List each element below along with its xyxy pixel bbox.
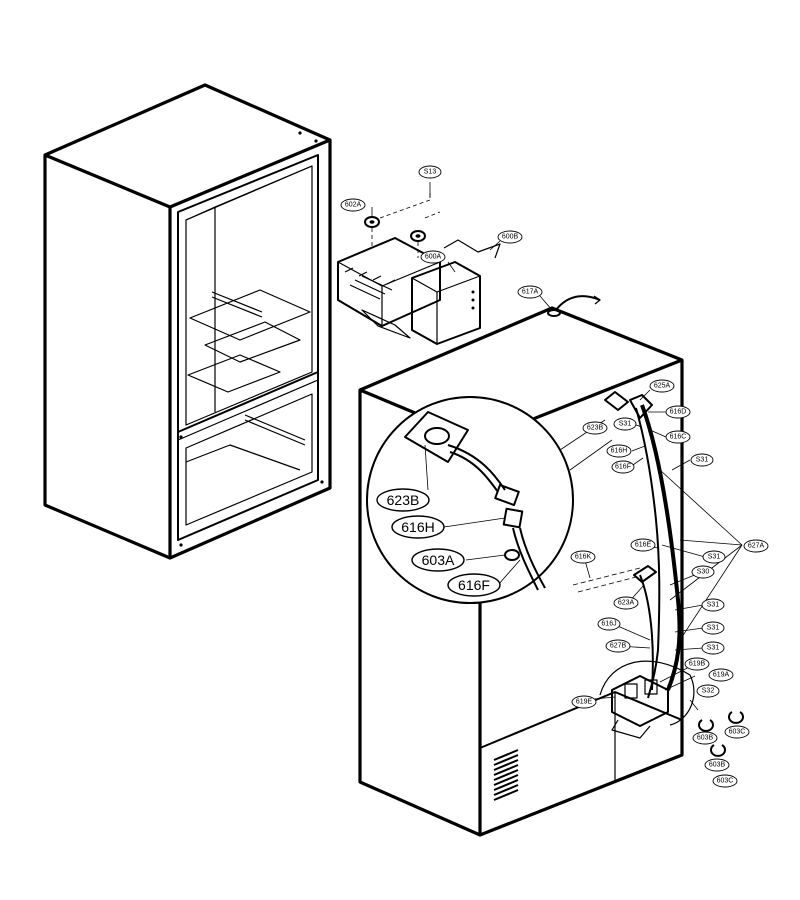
label-627b: 627B — [605, 639, 631, 653]
svg-text:616E: 616E — [635, 542, 652, 549]
svg-text:616C: 616C — [670, 434, 687, 441]
label-616h-small: 616H — [606, 444, 632, 458]
svg-text:619B: 619B — [689, 661, 706, 668]
label-s31-f: S31 — [701, 641, 725, 655]
svg-text:603C: 603C — [729, 729, 746, 736]
label-616k: 616K — [570, 550, 596, 564]
ice-maker-assembly — [337, 182, 501, 345]
label-616c: 616C — [665, 430, 691, 444]
svg-text:603A: 603A — [422, 552, 455, 568]
svg-text:616H: 616H — [401, 519, 434, 535]
label-s31-c: S31 — [702, 550, 726, 564]
label-616j: 616J — [597, 617, 621, 631]
svg-text:627B: 627B — [610, 643, 627, 650]
svg-text:616F: 616F — [615, 464, 631, 471]
svg-text:616J: 616J — [601, 621, 616, 628]
svg-text:S31: S31 — [707, 645, 720, 652]
svg-text:600B: 600B — [502, 234, 519, 241]
left-cabinet — [43, 83, 332, 560]
label-s31-d: S31 — [701, 598, 725, 612]
svg-text:S30: S30 — [697, 569, 710, 576]
svg-text:616K: 616K — [575, 554, 592, 561]
svg-text:623B: 623B — [387, 492, 420, 508]
label-616f-small: 616F — [611, 460, 635, 474]
svg-text:616H: 616H — [611, 448, 628, 455]
label-619b: 619B — [684, 657, 710, 671]
svg-text:623A: 623A — [618, 600, 635, 607]
label-619e: 619E — [571, 695, 597, 709]
label-s31-a: S31 — [613, 417, 637, 431]
label-616f-big: 616F — [447, 573, 501, 597]
label-s13: S13 — [418, 165, 442, 179]
retaining-rings — [698, 711, 744, 757]
svg-text:S31: S31 — [707, 625, 720, 632]
label-603c-b: 603C — [712, 774, 738, 788]
label-603a-big: 603A — [411, 548, 465, 572]
label-603b-b: 603B — [704, 758, 730, 772]
svg-text:S31: S31 — [707, 602, 720, 609]
svg-text:S13: S13 — [424, 169, 437, 176]
label-625a: 625A — [649, 379, 675, 393]
svg-text:627A: 627A — [748, 543, 765, 550]
svg-text:603C: 603C — [717, 778, 734, 785]
label-623a: 623A — [613, 596, 639, 610]
label-600a: 600A — [420, 250, 446, 264]
svg-text:S31: S31 — [708, 554, 721, 561]
label-623b-big: 623B — [376, 488, 430, 512]
svg-text:600A: 600A — [425, 254, 442, 261]
svg-text:625A: 625A — [654, 383, 671, 390]
label-603c-a: 603C — [724, 725, 750, 739]
detail-magnifier — [366, 396, 613, 604]
label-s31-e: S31 — [701, 621, 725, 635]
svg-text:603B: 603B — [697, 735, 714, 742]
label-s30: S30 — [691, 565, 715, 579]
svg-text:617A: 617A — [522, 289, 539, 296]
label-s32: S32 — [696, 684, 720, 698]
label-616e: 616E — [630, 538, 656, 552]
svg-text:623B: 623B — [587, 425, 604, 432]
svg-text:S31: S31 — [696, 457, 709, 464]
label-619a: 619A — [708, 668, 734, 682]
svg-text:S32: S32 — [702, 688, 715, 695]
label-600b: 600B — [497, 230, 523, 244]
svg-text:603B: 603B — [709, 762, 726, 769]
label-603b-a: 603B — [692, 731, 718, 745]
label-627a: 627A — [743, 539, 769, 553]
svg-text:S31: S31 — [619, 421, 632, 428]
svg-text:619A: 619A — [713, 672, 730, 679]
part-labels: S13 602A 600B 600A 617A 625A 623B S31 61… — [340, 165, 769, 788]
svg-text:619E: 619E — [576, 699, 593, 706]
label-616d: 616D — [665, 405, 691, 419]
label-616h-big: 616H — [391, 515, 445, 539]
svg-text:602A: 602A — [345, 202, 362, 209]
label-602a: 602A — [340, 198, 366, 212]
label-623b-small: 623B — [582, 421, 608, 435]
label-617a: 617A — [517, 285, 543, 299]
vent-grille — [493, 749, 519, 801]
svg-text:616F: 616F — [458, 577, 490, 593]
svg-text:616D: 616D — [670, 409, 687, 416]
label-s31-b: S31 — [690, 453, 714, 467]
